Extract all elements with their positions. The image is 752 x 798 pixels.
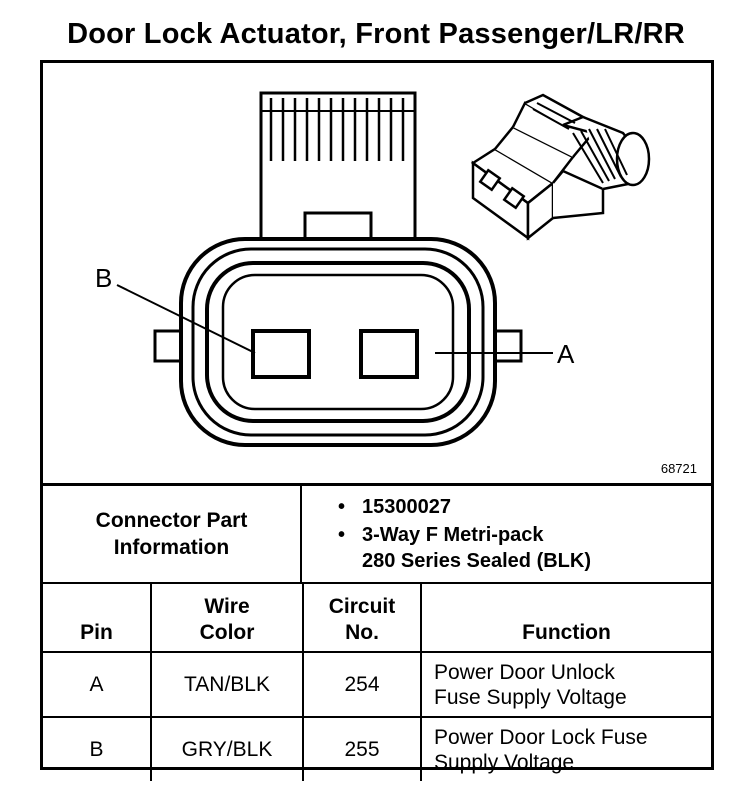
function-cell: Power Door Lock Fuse Supply Voltage bbox=[420, 716, 711, 781]
locking-tab bbox=[259, 91, 417, 245]
connector-info-table: Connector Part Information 15300027 3-Wa… bbox=[43, 483, 711, 584]
table-row: B GRY/BLK 255 Power Door Lock Fuse Suppl… bbox=[43, 716, 711, 781]
cavity-b bbox=[251, 329, 311, 379]
wire-color-cell: GRY/BLK bbox=[150, 716, 304, 781]
pin-table-header: Pin Wire Color Circuit No. Function bbox=[43, 582, 711, 653]
pin-label-a: A bbox=[557, 339, 575, 369]
header-pin: Pin bbox=[43, 582, 152, 653]
function-cell: Power Door Unlock Fuse Supply Voltage bbox=[420, 651, 711, 718]
connector-face-drawing bbox=[116, 91, 651, 447]
connector-description: 3-Way F Metri-pack 280 Series Sealed (BL… bbox=[338, 522, 711, 574]
pin-label-b: B bbox=[95, 263, 113, 293]
connector-body-outer bbox=[179, 237, 497, 447]
leader-b bbox=[116, 284, 256, 354]
header-circuit: Circuit No. bbox=[302, 582, 422, 653]
pin-cell: A bbox=[43, 651, 152, 718]
wire-color-cell: TAN/BLK bbox=[150, 651, 304, 718]
connector-diagram-frame: B A 68721 Connector Part Information 153… bbox=[40, 60, 714, 781]
part-number: 15300027 bbox=[338, 494, 711, 520]
connector-isometric-sketch bbox=[470, 93, 651, 241]
page-title: Door Lock Actuator, Front Passenger/LR/R… bbox=[67, 18, 685, 50]
cavity-a bbox=[359, 329, 419, 379]
table-row: A TAN/BLK 254 Power Door Unlock Fuse Sup… bbox=[43, 651, 711, 718]
circuit-cell: 255 bbox=[302, 716, 422, 781]
pin-cell: B bbox=[43, 716, 152, 781]
connector-info-label: Connector Part Information bbox=[43, 484, 302, 584]
figure-number: 68721 bbox=[660, 461, 697, 476]
pin-table: Pin Wire Color Circuit No. Function A TA… bbox=[43, 582, 711, 781]
header-wire-color: Wire Color bbox=[150, 582, 304, 653]
connector-diagram: B A 68721 bbox=[43, 63, 711, 483]
circuit-cell: 254 bbox=[302, 651, 422, 718]
header-function: Function bbox=[420, 582, 711, 653]
connector-info-values: 15300027 3-Way F Metri-pack 280 Series S… bbox=[300, 484, 711, 584]
